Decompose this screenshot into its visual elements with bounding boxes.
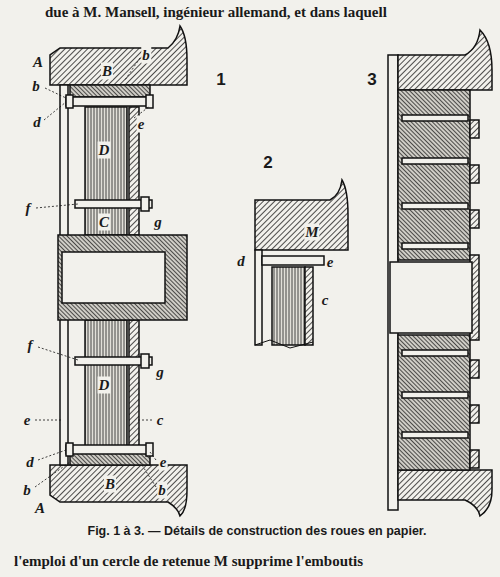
paper-disc: [85, 320, 127, 446]
part-letter: e: [326, 254, 335, 271]
part-letter: A: [34, 500, 46, 517]
figure-number: 2: [263, 153, 272, 173]
bolt: [402, 243, 468, 249]
bolt-head: [66, 95, 73, 108]
part-letter: d: [25, 454, 35, 471]
part-letter: f: [27, 337, 34, 354]
paper-body: [398, 335, 470, 470]
retaining-ring: [305, 267, 313, 345]
bolt: [66, 445, 152, 454]
part-letter: e: [159, 454, 168, 471]
rim-section: [255, 180, 348, 250]
part-letter: d: [32, 114, 42, 131]
notch: [470, 210, 479, 228]
part-letter: M: [304, 224, 319, 241]
bolt: [402, 392, 468, 398]
part-letter: D: [98, 142, 111, 159]
ring-bottom: [70, 453, 150, 465]
part-letter: D: [98, 377, 111, 394]
bore: [390, 262, 472, 333]
rim-bottom: [398, 470, 492, 516]
part-letter: g: [155, 364, 165, 381]
part-letter: b: [22, 482, 32, 499]
rim-top: [398, 30, 492, 90]
part-letter: c: [156, 412, 165, 429]
notch: [470, 120, 479, 138]
figure-number: 1: [216, 70, 225, 90]
part-letter: d: [236, 253, 246, 270]
part-letter: B: [104, 476, 116, 493]
bolt: [402, 350, 468, 356]
paper-body: [398, 90, 470, 260]
ring-top: [70, 85, 150, 97]
notch: [470, 450, 479, 468]
part-letter: e: [23, 412, 32, 429]
paper-disc: [272, 267, 305, 345]
bore: [62, 252, 165, 303]
part-letter: C: [98, 214, 110, 231]
bolt-nut: [141, 354, 149, 368]
body-text: due à M. Mansell, ingénieur allemand, et…: [45, 4, 387, 21]
part-letter: b: [31, 78, 41, 95]
side-plate: [255, 250, 262, 345]
bolt: [402, 432, 468, 438]
bolt-nut: [146, 95, 153, 108]
figure-3: [388, 30, 492, 516]
hub: [58, 235, 187, 320]
notches: [470, 120, 479, 468]
rim-top: [50, 26, 187, 85]
notch: [470, 165, 479, 183]
figure-2: [255, 180, 348, 348]
bolt: [402, 158, 468, 164]
part-letter: e: [137, 116, 146, 133]
notch: [470, 360, 479, 378]
bolt-head: [66, 443, 73, 456]
figure-1: [35, 26, 187, 516]
paper-disc: [85, 107, 127, 235]
body-text: l'emploi d'un cercle de retenue M suppri…: [14, 553, 363, 570]
bolt-nut: [141, 197, 149, 211]
bolt: [262, 256, 324, 265]
part-letter: b: [157, 482, 167, 499]
part-letter: g: [153, 214, 163, 231]
leader-lines: [35, 58, 156, 487]
cheek-plate: [129, 320, 139, 446]
break-line: [255, 340, 313, 348]
part-letter: c: [321, 292, 330, 309]
bolts: [402, 115, 468, 438]
rim-bottom: [50, 465, 187, 516]
part-letter: A: [32, 54, 44, 71]
notch: [470, 405, 479, 423]
part-letter: f: [25, 200, 32, 217]
part-letter: b: [141, 47, 151, 64]
bolt: [66, 97, 152, 106]
figure-caption: Fig. 1 à 3. — Détails de construction de…: [88, 524, 427, 538]
figure-number: 3: [367, 70, 376, 90]
bolt: [402, 115, 468, 121]
bolt: [402, 203, 468, 209]
bolt-nut: [146, 443, 153, 456]
part-letter: B: [101, 63, 113, 80]
